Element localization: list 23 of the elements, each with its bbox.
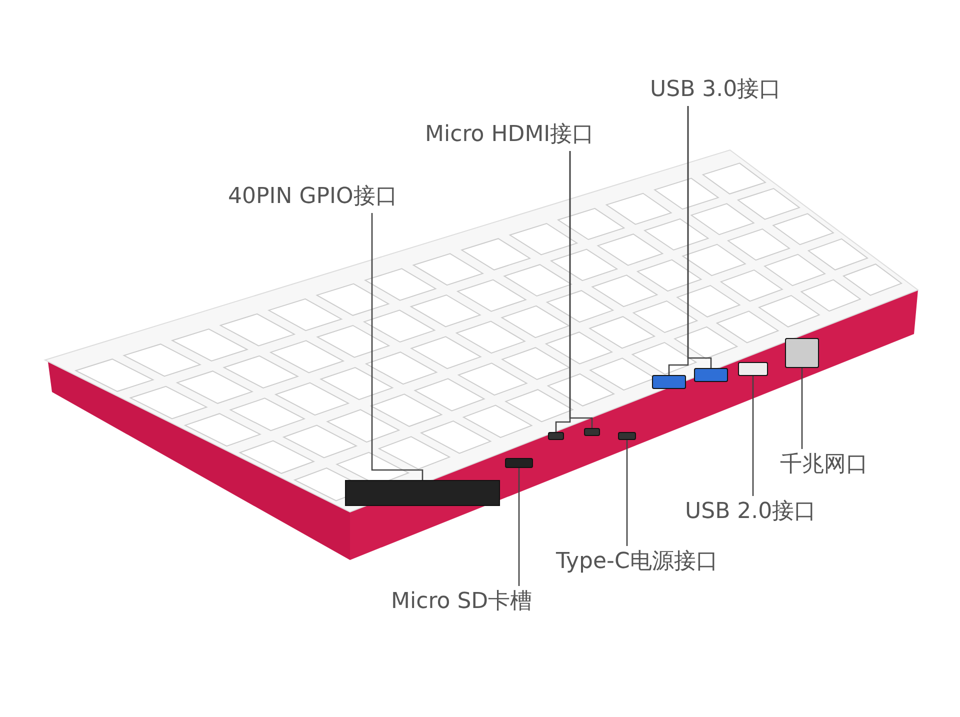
port-socket: [584, 428, 600, 436]
callout-label: Type-C电源接口: [556, 548, 718, 576]
callout-label: 千兆网口: [780, 451, 868, 479]
port-socket: [548, 432, 564, 440]
leader-line: [371, 213, 424, 480]
port-socket: [785, 338, 819, 368]
leader-line: [752, 376, 754, 496]
pin-header: [345, 480, 500, 506]
leader-line: [569, 151, 593, 428]
port-socket: [738, 362, 768, 376]
callout-label: Micro HDMI接口: [425, 121, 594, 149]
callout-label: USB 2.0接口: [685, 498, 816, 526]
leader-line: [801, 368, 803, 449]
callout-label: Micro SD卡槽: [391, 588, 532, 616]
card-slot: [505, 458, 533, 468]
port-socket: [652, 375, 686, 389]
callout-label: 40PIN GPIO接口: [228, 183, 398, 211]
port-socket: [618, 432, 636, 440]
port-socket: [694, 368, 728, 382]
callout-label: USB 3.0接口: [650, 76, 782, 104]
leader-line: [687, 106, 712, 368]
leader-line: [626, 440, 628, 546]
leader-line: [518, 468, 520, 586]
